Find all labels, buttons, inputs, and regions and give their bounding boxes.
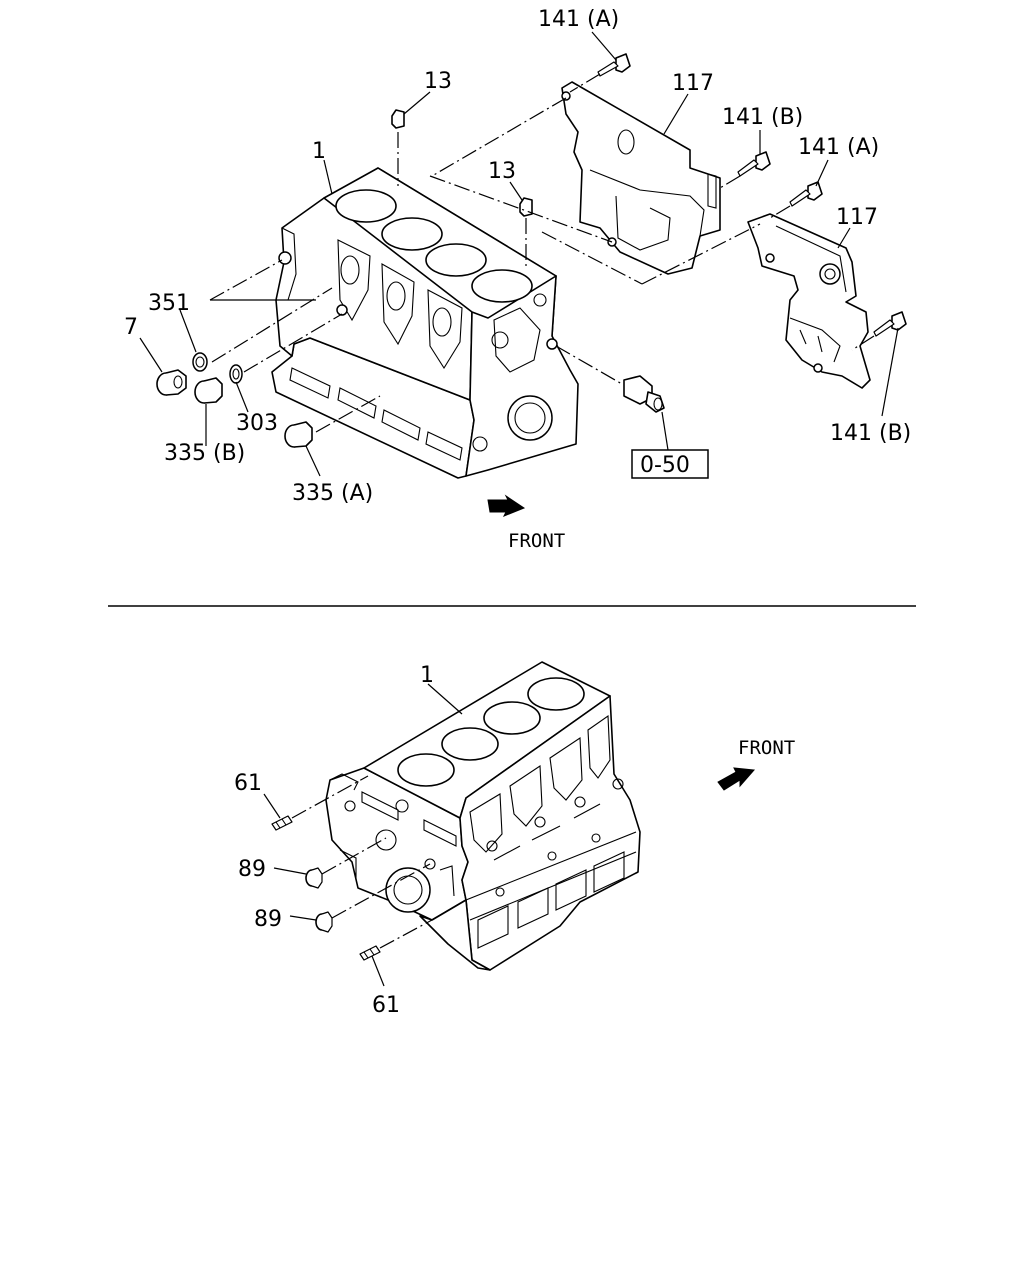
plug-89-a	[305, 867, 323, 889]
label-117-top: 117	[672, 71, 714, 96]
plug-7	[156, 369, 187, 396]
label-117-right: 117	[836, 205, 878, 230]
label-141b-bottom: 141 (B)	[830, 421, 911, 446]
label-13-right: 13	[488, 159, 516, 184]
label-89-a: 89	[238, 857, 266, 882]
cylinder-block-top	[271, 167, 579, 479]
rear-cover-plate-top	[561, 81, 721, 275]
cylinder-block-bottom	[325, 661, 641, 971]
label-61-top: 61	[234, 771, 262, 796]
bolt-141b-top	[737, 151, 771, 177]
plug-335a	[284, 421, 313, 448]
label-303: 303	[236, 411, 278, 436]
stud-61-bottom	[359, 945, 381, 961]
stud-61-top	[271, 815, 293, 831]
bolt-141b-right	[873, 311, 907, 337]
label-335b: 335 (B)	[164, 441, 245, 466]
label-7: 7	[124, 315, 138, 340]
plug-13-right	[519, 197, 533, 217]
ring-351	[192, 352, 208, 372]
oil-pressure-switch	[623, 375, 665, 413]
label-141b-top: 141 (B)	[722, 105, 803, 130]
label-141a-right: 141 (A)	[798, 135, 879, 160]
reference-box-0-50	[631, 449, 709, 479]
leader-lines-top	[139, 31, 899, 477]
label-351: 351	[148, 291, 190, 316]
washer-303	[229, 364, 243, 384]
label-front-top: FRONT	[508, 530, 565, 552]
plug-13-left	[391, 109, 405, 129]
plug-89-b	[315, 911, 333, 933]
label-1-bottom: 1	[420, 663, 434, 688]
plug-335b	[194, 377, 223, 404]
label-61-bottom: 61	[372, 993, 400, 1018]
bolt-141a-top	[597, 53, 631, 77]
front-arrow-top-icon	[487, 494, 526, 517]
label-front-bottom: FRONT	[738, 737, 795, 759]
label-1-top: 1	[312, 139, 326, 164]
front-arrow-bottom-icon	[717, 767, 756, 791]
label-89-b: 89	[254, 907, 282, 932]
bottom-view: 1 FRONT 61 89 89 61	[234, 661, 795, 1018]
label-335a: 335 (A)	[292, 481, 373, 506]
label-141a-top: 141 (A)	[538, 7, 619, 32]
assembly-lines-bottom	[291, 775, 433, 949]
rear-cover-plate-right	[747, 213, 871, 389]
leader-lines-bottom	[263, 683, 463, 987]
label-13-left: 13	[424, 69, 452, 94]
top-exploded-view: 141 (A) 117 141 (B) 141 (A) 117 141 (B) …	[124, 7, 911, 552]
bolt-141a-right	[789, 181, 823, 207]
label-0-50: 0-50	[640, 453, 690, 478]
